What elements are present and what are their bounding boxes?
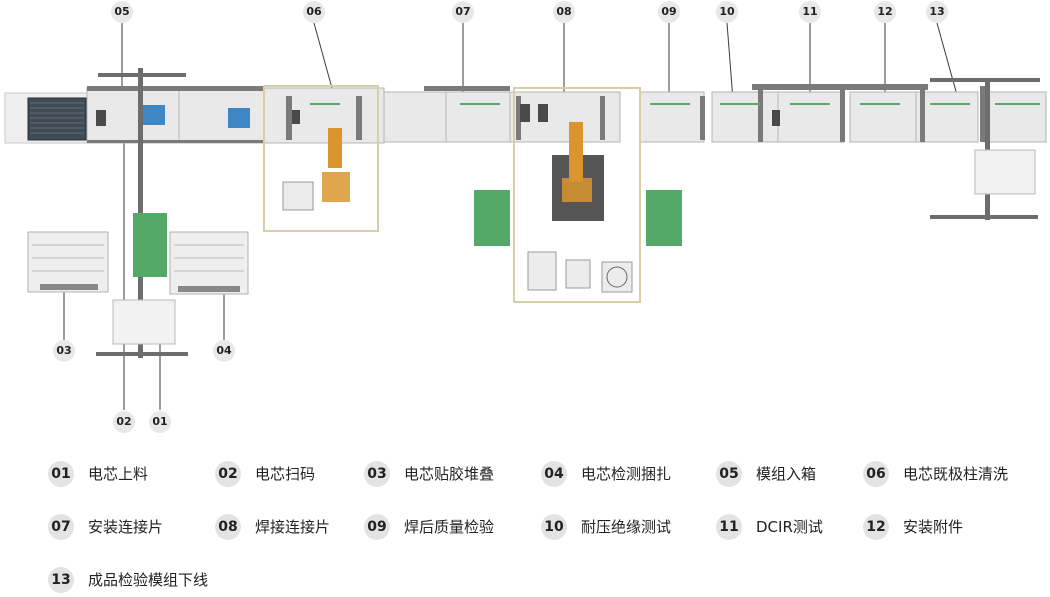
green-pad: [646, 190, 682, 246]
green-pad: [474, 190, 510, 246]
legend-number: 10: [541, 514, 567, 540]
legend-label: DCIR测试: [756, 518, 823, 536]
legend-label: 安装附件: [903, 518, 964, 536]
cell-06: [263, 85, 379, 232]
leader-lines: [63, 22, 958, 410]
callout-03: 03: [53, 340, 75, 362]
legend-number: 02: [215, 461, 241, 487]
legend-label: 电芯扫码: [255, 465, 316, 483]
green-pad: [133, 213, 167, 277]
legend-number: 05: [716, 461, 742, 487]
entry-feeder: [4, 92, 88, 144]
legend-number: 08: [215, 514, 241, 540]
legend-number: 11: [716, 514, 742, 540]
unload-platform: [974, 149, 1036, 195]
callout-09: 09: [658, 1, 680, 23]
callout-05: 05: [111, 1, 133, 23]
bundling-machine-04: [169, 231, 249, 295]
loading-platform: [112, 299, 176, 345]
legend-label: 电芯上料: [88, 465, 149, 483]
legend-label: 电芯既极柱清洗: [903, 465, 1009, 483]
legend-number: 06: [863, 461, 889, 487]
legend-label: 电芯贴胶堆叠: [404, 465, 495, 483]
callout-11: 11: [799, 1, 821, 23]
callout-07: 07: [452, 1, 474, 23]
legend-number: 13: [48, 567, 74, 593]
callout-10: 10: [716, 1, 738, 23]
legend-number: 09: [364, 514, 390, 540]
legend-label: 成品检验模组下线: [88, 571, 209, 589]
legend-number: 03: [364, 461, 390, 487]
blue-part: [143, 105, 165, 125]
callout-02: 02: [113, 411, 135, 433]
blue-part: [228, 108, 250, 128]
fixtures: [96, 104, 780, 126]
callout-12: 12: [874, 1, 896, 23]
legend-label: 模组入箱: [756, 465, 817, 483]
callout-04: 04: [213, 340, 235, 362]
legend-label: 耐压绝缘测试: [581, 518, 672, 536]
legend-number: 04: [541, 461, 567, 487]
callout-08: 08: [553, 1, 575, 23]
exit-rail: [930, 78, 1040, 220]
gantry-frames: [87, 84, 985, 143]
callout-01: 01: [149, 411, 171, 433]
legend-label: 焊接连接片: [255, 518, 331, 536]
callout-06: 06: [303, 1, 325, 23]
legend-label: 安装连接片: [88, 518, 164, 536]
legend-number: 01: [48, 461, 74, 487]
stacking-machine-03: [27, 231, 109, 293]
legend-label: 电芯检测捆扎: [581, 465, 672, 483]
legend-number: 12: [863, 514, 889, 540]
cell-08: [513, 87, 641, 303]
callout-13: 13: [926, 1, 948, 23]
legend-label: 焊后质量检验: [404, 518, 495, 536]
legend-number: 07: [48, 514, 74, 540]
